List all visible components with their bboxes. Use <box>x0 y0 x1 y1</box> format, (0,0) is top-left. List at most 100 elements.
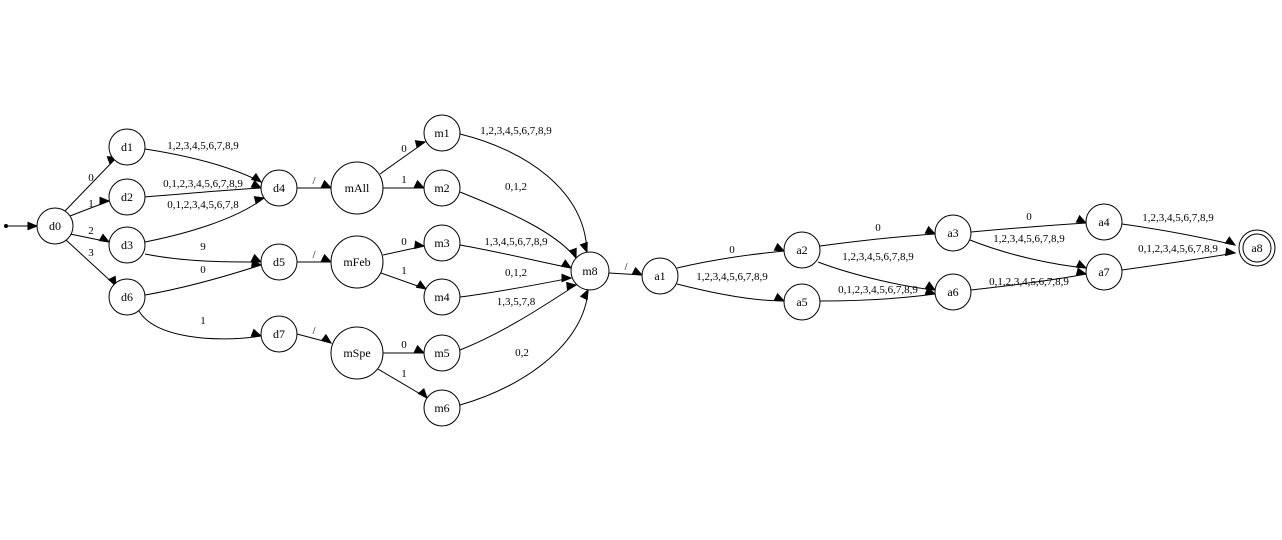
state-mSpe: mSpe <box>330 326 384 380</box>
state-circle <box>423 114 461 152</box>
edge-line <box>819 293 936 302</box>
edge-mFeb-m3: 0 <box>382 236 426 256</box>
state-circle <box>423 334 461 372</box>
edge-label: 0,1,2,3,4,5,6,7,8 <box>167 199 239 211</box>
state-label: mFeb <box>343 255 370 269</box>
edge-d6-d7: 1 <box>138 310 263 340</box>
edge-line <box>459 277 572 298</box>
state-circle <box>423 389 461 427</box>
edge-d3-d4: 0,1,2,3,4,5,6,7,8 <box>144 196 266 243</box>
edge-arrowhead <box>250 172 263 183</box>
edge-arrowhead <box>924 286 937 295</box>
edge-label: / <box>312 325 316 337</box>
state-d7: d7 <box>260 315 298 353</box>
edge-label: 9 <box>200 241 206 253</box>
edge-line <box>1121 252 1236 271</box>
state-label: a5 <box>796 295 807 309</box>
edge-arrowhead <box>320 253 333 263</box>
state-circle <box>423 169 461 207</box>
state-label: m8 <box>582 264 597 278</box>
state-a4: a4 <box>1085 203 1123 241</box>
edge-line <box>459 284 577 351</box>
edge-label: 1,2,3,4,5,6,7,8,9 <box>1142 212 1214 224</box>
state-d4: d4 <box>260 169 298 207</box>
edge-a4-a8: 1,2,3,4,5,6,7,8,9 <box>1121 212 1237 246</box>
edge-label: 0 <box>88 172 94 184</box>
state-a6: a6 <box>934 273 972 311</box>
state-label: a6 <box>947 285 958 299</box>
state-circle <box>783 283 821 321</box>
state-label: d3 <box>121 238 133 252</box>
state-a3: a3 <box>934 214 972 252</box>
edge-line <box>459 133 588 253</box>
edge-line <box>144 197 265 243</box>
edge-arrowhead <box>250 253 263 263</box>
state-label: d0 <box>49 219 61 233</box>
state-a1: a1 <box>641 257 679 295</box>
edge-a1-a2: 0 <box>676 242 786 269</box>
edge-line <box>65 239 117 287</box>
state-circle <box>108 178 146 216</box>
edge-d7-mSpe: / <box>296 325 333 344</box>
state-m5: m5 <box>423 334 461 372</box>
state-m4: m4 <box>423 278 461 316</box>
edge-m8-a1: / <box>608 261 644 276</box>
state-circle <box>423 224 461 262</box>
edge-label: 0,1,2,3,4,5,6,7,8,9 <box>163 178 243 190</box>
edge-label: 1,2,3,4,5,6,7,8,9 <box>993 233 1065 245</box>
edge-arrowhead <box>773 292 786 302</box>
edge-d2-d4: 0,1,2,3,4,5,6,7,8,9 <box>144 178 263 198</box>
edge-label: / <box>312 175 316 187</box>
edge-d0-d3: 2 <box>69 225 111 243</box>
edge-arrowhead <box>1225 247 1237 257</box>
state-label: m1 <box>434 126 449 140</box>
state-circle <box>1085 253 1123 291</box>
edge-line <box>676 250 785 269</box>
edge-arrowhead <box>566 281 578 291</box>
state-a7: a7 <box>1085 253 1123 291</box>
edge-arrowhead <box>414 140 427 149</box>
edge-m5-m8: 1,3,5,7,8 <box>459 281 578 351</box>
edge-arrowhead <box>253 196 266 205</box>
state-d3: d3 <box>108 226 146 264</box>
state-circle <box>330 235 384 289</box>
edge-label: 1 <box>401 174 407 186</box>
state-label: a8 <box>1251 241 1262 255</box>
state-label: d2 <box>121 190 133 204</box>
state-label: d1 <box>121 140 133 154</box>
edge-arrowhead <box>1075 214 1088 224</box>
edge-arrowhead <box>1075 267 1088 276</box>
state-label: m4 <box>434 290 449 304</box>
edge-arrowhead <box>98 233 111 243</box>
state-circle <box>108 226 146 264</box>
edge-arrowhead <box>568 247 577 260</box>
edge-label: 0,1,2 <box>505 267 527 279</box>
edge-arrowhead <box>1224 236 1237 246</box>
edge-label: 0,1,2 <box>505 181 527 193</box>
edge-line <box>138 310 262 340</box>
edge-arrowhead <box>579 288 589 301</box>
edge-line <box>969 239 1087 269</box>
edge-arrowhead <box>1075 259 1088 269</box>
edge-label: 0 <box>200 264 206 276</box>
state-circle <box>783 231 821 269</box>
state-mFeb: mFeb <box>330 235 384 289</box>
edge-mAll-m1: 0 <box>379 140 427 175</box>
edge-m2-m8: 0,1,2 <box>459 181 577 260</box>
state-label: d4 <box>273 181 285 195</box>
edge-arrowhead <box>415 280 428 290</box>
edge-a2-a6: 1,2,3,4,5,6,7,8,9 <box>817 251 937 291</box>
accept-inner-circle <box>1242 233 1272 263</box>
edge-line <box>144 264 262 296</box>
edge-m1-m8: 1,2,3,4,5,6,7,8,9 <box>459 125 588 254</box>
edge-arrowhead <box>320 179 333 189</box>
edge-line <box>459 244 572 269</box>
edge-label: 0 <box>401 236 407 248</box>
edge-d0-d2: 1 <box>69 196 111 217</box>
edge-label: 0 <box>401 339 407 351</box>
state-circle <box>641 257 679 295</box>
edge-line <box>64 156 118 212</box>
state-circle <box>36 207 74 245</box>
edge-label: 1,2,3,4,5,6,7,8,9 <box>167 140 239 152</box>
state-circle <box>260 315 298 353</box>
